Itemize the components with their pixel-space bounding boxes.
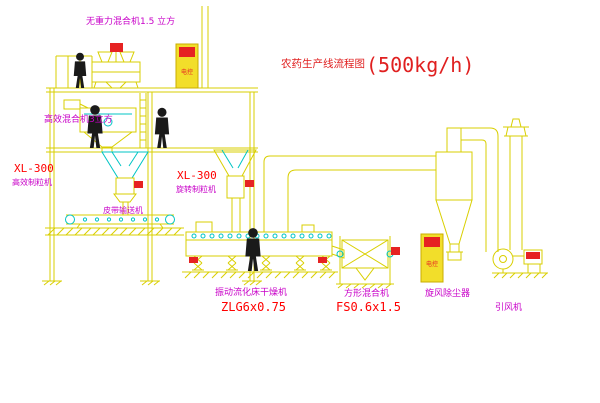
- label-square-mixer-model: FS0.6x1.5: [336, 300, 401, 314]
- vibration-motor: [318, 257, 327, 263]
- label-left-granulator-name: 高效制粒机: [12, 177, 52, 187]
- control-cabinet-top: 电控: [175, 43, 199, 89]
- mixer-motor: [110, 43, 123, 52]
- fan-inlet-pipe: [461, 127, 499, 252]
- label-cyclone: 旋风除尘器: [425, 287, 470, 299]
- label-high-efficiency-mixer: 高效混合机3立方: [44, 113, 113, 125]
- label-gravity-mixer: 无重力混合机1.5 立方: [86, 15, 175, 27]
- belt-conveyor: [65, 214, 175, 229]
- diagram-title: 农药生产线流程图: [281, 57, 365, 70]
- fluid-bed-dryer: [182, 221, 345, 279]
- control-cabinet-label: 电控: [181, 68, 193, 76]
- diagram-capacity: (500kg/h): [366, 53, 474, 77]
- worker-figure-second-floor-right: [154, 107, 170, 148]
- label-fluid-bed-name: 振动流化床干燥机: [215, 286, 287, 298]
- square-mixer: [336, 236, 400, 289]
- label-fluid-bed-model: ZLG6x0.75: [221, 300, 286, 314]
- label-square-mixer-name: 方形混合机: [344, 287, 389, 299]
- exhaust-duct: [258, 155, 436, 233]
- left-granulator: [101, 151, 149, 215]
- cyclone-dust-collector: [435, 127, 473, 261]
- mixer-motor: [391, 247, 400, 255]
- label-mid-granulator-model: XL-300: [177, 169, 217, 182]
- control-cabinet-right: 电控: [420, 233, 444, 283]
- rotary-granulator: [213, 149, 257, 232]
- granulator-motor: [134, 181, 143, 188]
- label-mid-granulator-name: 旋转制粒机: [176, 184, 216, 194]
- granulator-motor: [245, 180, 254, 187]
- building-frame: [42, 6, 262, 286]
- fan-motor: [526, 252, 540, 259]
- vibration-motor: [189, 257, 198, 263]
- gravity-mixer: [91, 43, 141, 89]
- cabinet-indicator: [424, 237, 440, 247]
- label-fan: 引风机: [495, 301, 522, 313]
- label-belt-conveyor: 皮带输送机: [103, 205, 143, 215]
- label-left-granulator-model: XL-300: [14, 162, 54, 175]
- induced-draft-fan: [492, 248, 548, 279]
- cabinet-indicator: [179, 47, 195, 57]
- control-cabinet-label: 电控: [426, 260, 438, 268]
- exhaust-stack: [503, 118, 529, 250]
